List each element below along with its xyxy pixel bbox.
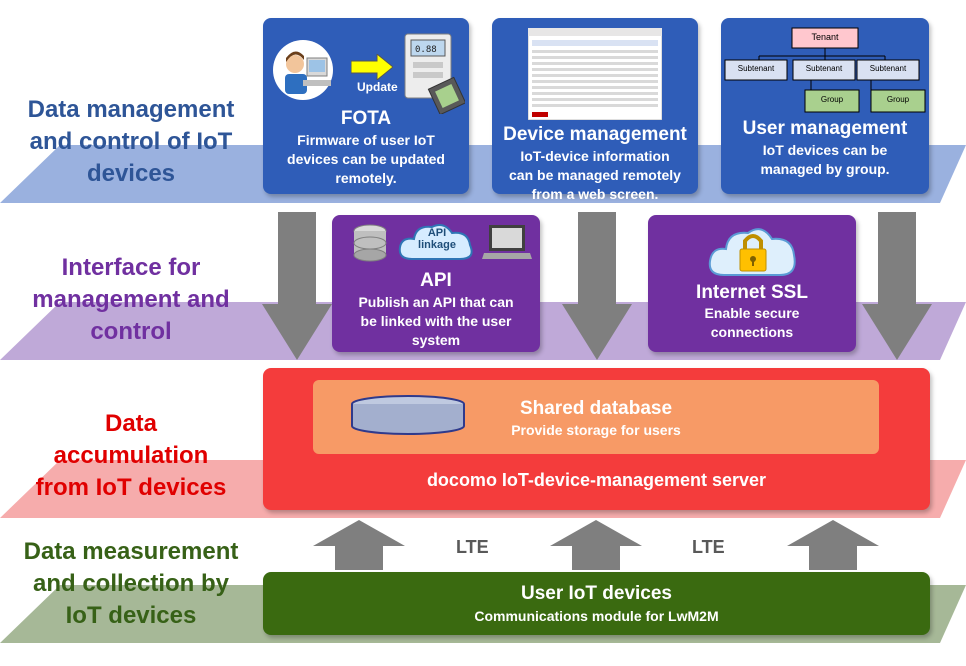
subtenant-node — [792, 59, 856, 81]
database-icon — [353, 224, 387, 262]
server-box: Shared database Provide storage for user… — [263, 368, 930, 510]
down-arrow-icon — [262, 212, 332, 360]
user-management-box: Tenant Subtenant Subtenant Subtenant Gro… — [721, 18, 929, 194]
shared-database-desc: Provide storage for users — [511, 422, 681, 438]
internet-ssl-box: Internet SSL Enable secure connections — [648, 215, 856, 352]
layer-label-accumulation: Data accumulation from IoT devices — [35, 410, 227, 501]
group-node — [870, 89, 926, 113]
api-desc: Publish an API that can be linked with t… — [358, 294, 514, 348]
internet-ssl-title: Internet SSL — [696, 282, 808, 303]
fota-box: Update 0.88 FOTA Firmware of user IoT de… — [263, 18, 469, 194]
api-box: API linkage API Publish an API that can … — [332, 215, 540, 352]
up-arrow-icon — [787, 520, 879, 570]
update-label: Update — [357, 80, 398, 94]
device-management-box: Device management IoT-device information… — [492, 18, 698, 202]
tree-subtenant-label: Subtenant — [737, 64, 775, 73]
down-arrow-icon — [862, 212, 932, 360]
subtenant-node — [724, 59, 788, 81]
svg-text:0.88: 0.88 — [415, 45, 437, 55]
api-linkage-label: API linkage — [418, 227, 456, 251]
server-label: docomo IoT-device-management server — [426, 470, 767, 490]
layer-label-management: Data management and control of IoT devic… — [27, 96, 235, 187]
tree-subtenant-label: Subtenant — [805, 64, 843, 73]
lte-label: LTE — [692, 537, 725, 557]
user-management-desc: IoT devices can be managed by group. — [760, 142, 890, 177]
up-arrow-icon — [313, 520, 405, 570]
layer-label-interface: Interface for management and control — [32, 254, 230, 345]
fota-title: FOTA — [340, 108, 392, 129]
web-screen-thumbnail — [528, 28, 662, 120]
tree-group-label: Group — [886, 95, 910, 104]
device-management-desc: IoT-device information can be managed re… — [509, 148, 681, 202]
tree-group-label: Group — [820, 95, 844, 104]
tree-root-label: Tenant — [811, 32, 839, 42]
subtenant-node — [856, 59, 920, 81]
shared-database-title: Shared database — [519, 398, 673, 419]
tree-subtenant-label: Subtenant — [869, 64, 907, 73]
user-iot-devices-box: User IoT devices Communications module f… — [263, 572, 930, 635]
user-iot-devices-title: User IoT devices — [520, 583, 673, 604]
user-iot-devices-desc: Communications module for LwM2M — [474, 608, 719, 624]
user-management-title: User management — [742, 118, 908, 139]
lte-label: LTE — [456, 537, 489, 557]
api-title: API — [420, 270, 452, 291]
cloud-icon — [398, 224, 473, 260]
tenant-node — [791, 27, 859, 49]
meter-device-icon: 0.88 — [404, 33, 465, 114]
device-management-title: Device management — [503, 124, 687, 145]
database-cylinder-icon — [351, 395, 465, 435]
update-arrow-icon — [351, 54, 393, 80]
tenant-tree-diagram — [724, 27, 926, 113]
fota-desc: Firmware of user IoT devices can be upda… — [287, 132, 445, 186]
layer-label-collection: Data measurement and collection by IoT d… — [23, 538, 239, 629]
internet-ssl-desc: Enable secure connections — [704, 305, 800, 340]
shared-database-box: Shared database Provide storage for user… — [313, 380, 879, 454]
cloud-lock-icon — [708, 228, 796, 276]
group-node — [804, 89, 860, 113]
laptop-icon — [482, 225, 532, 259]
user-at-computer-icon — [273, 40, 333, 100]
down-arrow-icon — [562, 212, 632, 360]
up-arrow-icon — [550, 520, 642, 570]
